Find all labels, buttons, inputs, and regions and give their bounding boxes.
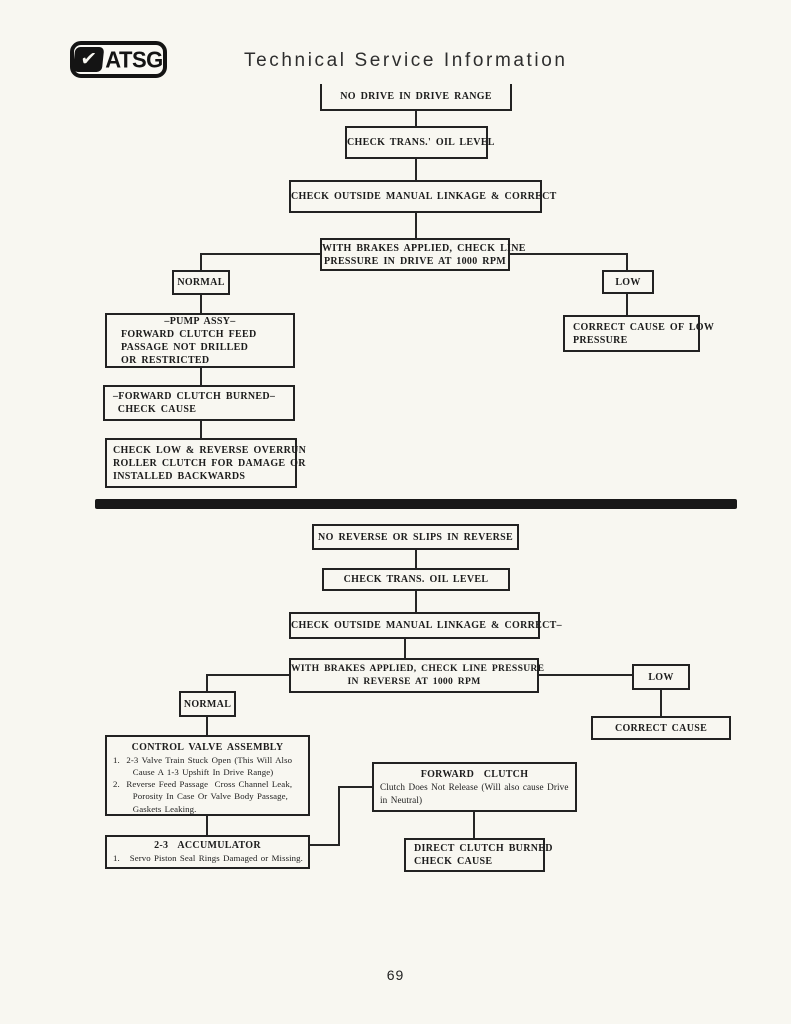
node-label: WITH BRAKES APPLIED, CHECK LINE PRESSURE… (322, 242, 526, 267)
node-title: –PUMP ASSY– (164, 315, 236, 327)
connector-line (200, 253, 320, 255)
connector-line (473, 812, 475, 838)
section-divider (95, 499, 737, 509)
connector-line (338, 786, 340, 846)
flow1-node-no-drive: NO DRIVE IN DRIVE RANGE (320, 84, 512, 111)
node-label: CORRECT CAUSE OF LOW PRESSURE (573, 321, 715, 346)
flow2-node-control-valve: CONTROL VALVE ASSEMBLY 1. 2-3 Valve Trai… (105, 735, 310, 816)
flow1-node-roller-clutch: CHECK LOW & REVERSE OVERRUN ROLLER CLUTC… (105, 438, 307, 488)
connector-line (404, 639, 406, 658)
connector-line (539, 674, 632, 676)
flow2-node-check-linkage: CHECK OUTSIDE MANUAL LINKAGE & CORRECT– (289, 612, 562, 639)
node-label: CHECK OUTSIDE MANUAL LINKAGE & CORRECT (291, 191, 557, 202)
node-label: LOW (648, 671, 674, 683)
connector-line (626, 294, 628, 315)
flow2-node-forward-clutch: FORWARD CLUTCH Clutch Does Not Release (… (372, 762, 577, 812)
node-label: NORMAL (177, 277, 225, 288)
node-body: 1. 2-3 Valve Train Stuck Open (This Will… (113, 755, 293, 814)
connector-line (415, 213, 417, 238)
node-label: NO DRIVE IN DRIVE RANGE (340, 91, 492, 102)
node-label: CORRECT CAUSE (614, 722, 708, 734)
flow1-node-low: LOW (602, 270, 654, 294)
node-label: CHECK OUTSIDE MANUAL LINKAGE & CORRECT– (291, 620, 562, 631)
flow1-node-clutch-burned: –FORWARD CLUTCH BURNED– CHECK CAUSE (103, 385, 295, 421)
node-label: LOW (615, 276, 641, 288)
flow2-node-correct-cause: CORRECT CAUSE (591, 716, 731, 740)
connector-line (200, 253, 202, 270)
connector-line (200, 421, 202, 438)
node-label: CHECK TRANS. OIL LEVEL (343, 574, 489, 585)
node-label: CHECK LOW & REVERSE OVERRUN ROLLER CLUTC… (113, 444, 307, 482)
node-body: FORWARD CLUTCH FEED PASSAGE NOT DRILLED … (121, 328, 257, 366)
node-title: FORWARD CLUTCH (420, 768, 529, 780)
page-title: Technical Service Information (244, 50, 568, 71)
connector-line (200, 368, 202, 385)
connector-line (200, 295, 202, 313)
node-label: DIRECT CLUTCH BURNED CHECK CAUSE (414, 843, 553, 867)
connector-line (510, 253, 628, 255)
node-label: NO REVERSE OR SLIPS IN REVERSE (318, 531, 513, 543)
flow1-node-correct-low-pressure: CORRECT CAUSE OF LOW PRESSURE (563, 315, 715, 352)
node-body: Clutch Does Not Release (Will also cause… (380, 781, 569, 805)
flow2-node-no-reverse: NO REVERSE OR SLIPS IN REVERSE (312, 524, 519, 550)
node-label: NORMAL (183, 698, 232, 710)
connector-line (415, 591, 417, 612)
connector-line (206, 816, 208, 835)
node-label: CHECK TRANS.' OIL LEVEL (347, 137, 495, 148)
connector-line (206, 674, 208, 691)
node-label: –FORWARD CLUTCH BURNED– CHECK CAUSE (113, 391, 276, 415)
flow2-node-direct-clutch: DIRECT CLUTCH BURNED CHECK CAUSE (404, 838, 553, 872)
flow2-node-low: LOW (632, 664, 690, 690)
node-body: 1. Servo Piston Seal Rings Damaged or Mi… (113, 853, 303, 864)
flow1-node-check-pressure: WITH BRAKES APPLIED, CHECK LINE PRESSURE… (320, 238, 526, 271)
flow1-node-pump-assy: –PUMP ASSY– FORWARD CLUTCH FEED PASSAGE … (105, 313, 295, 368)
connector-line (660, 690, 662, 716)
connector-line (206, 717, 208, 735)
flow1-node-normal: NORMAL (172, 270, 230, 295)
node-title: 2-3 ACCUMULATOR (154, 840, 261, 852)
connector-line (415, 550, 417, 568)
connector-line (415, 111, 417, 126)
connector-line (310, 844, 340, 846)
logo-text: ATSG (105, 45, 163, 73)
connector-line (338, 786, 372, 788)
flow2-node-accumulator: 2-3 ACCUMULATOR 1. Servo Piston Seal Rin… (105, 835, 310, 869)
flow1-node-check-linkage: CHECK OUTSIDE MANUAL LINKAGE & CORRECT (289, 180, 557, 213)
page-number: 69 (386, 967, 405, 983)
flow2-node-normal: NORMAL (179, 691, 236, 717)
connector-line (206, 674, 289, 676)
connector-line (626, 253, 628, 270)
flow2-node-check-pressure: WITH BRAKES APPLIED, CHECK LINE PRESSURE… (289, 658, 545, 693)
node-label: WITH BRAKES APPLIED, CHECK LINE PRESSURE… (291, 663, 545, 687)
node-title: CONTROL VALVE ASSEMBLY (131, 742, 284, 753)
flow1-node-check-oil: CHECK TRANS.' OIL LEVEL (345, 126, 495, 159)
atsg-logo: ✔ ATSG (70, 41, 167, 78)
checkmark-icon: ✔ (72, 47, 105, 72)
flow2-node-check-oil: CHECK TRANS. OIL LEVEL (322, 568, 510, 591)
connector-line (415, 159, 417, 180)
